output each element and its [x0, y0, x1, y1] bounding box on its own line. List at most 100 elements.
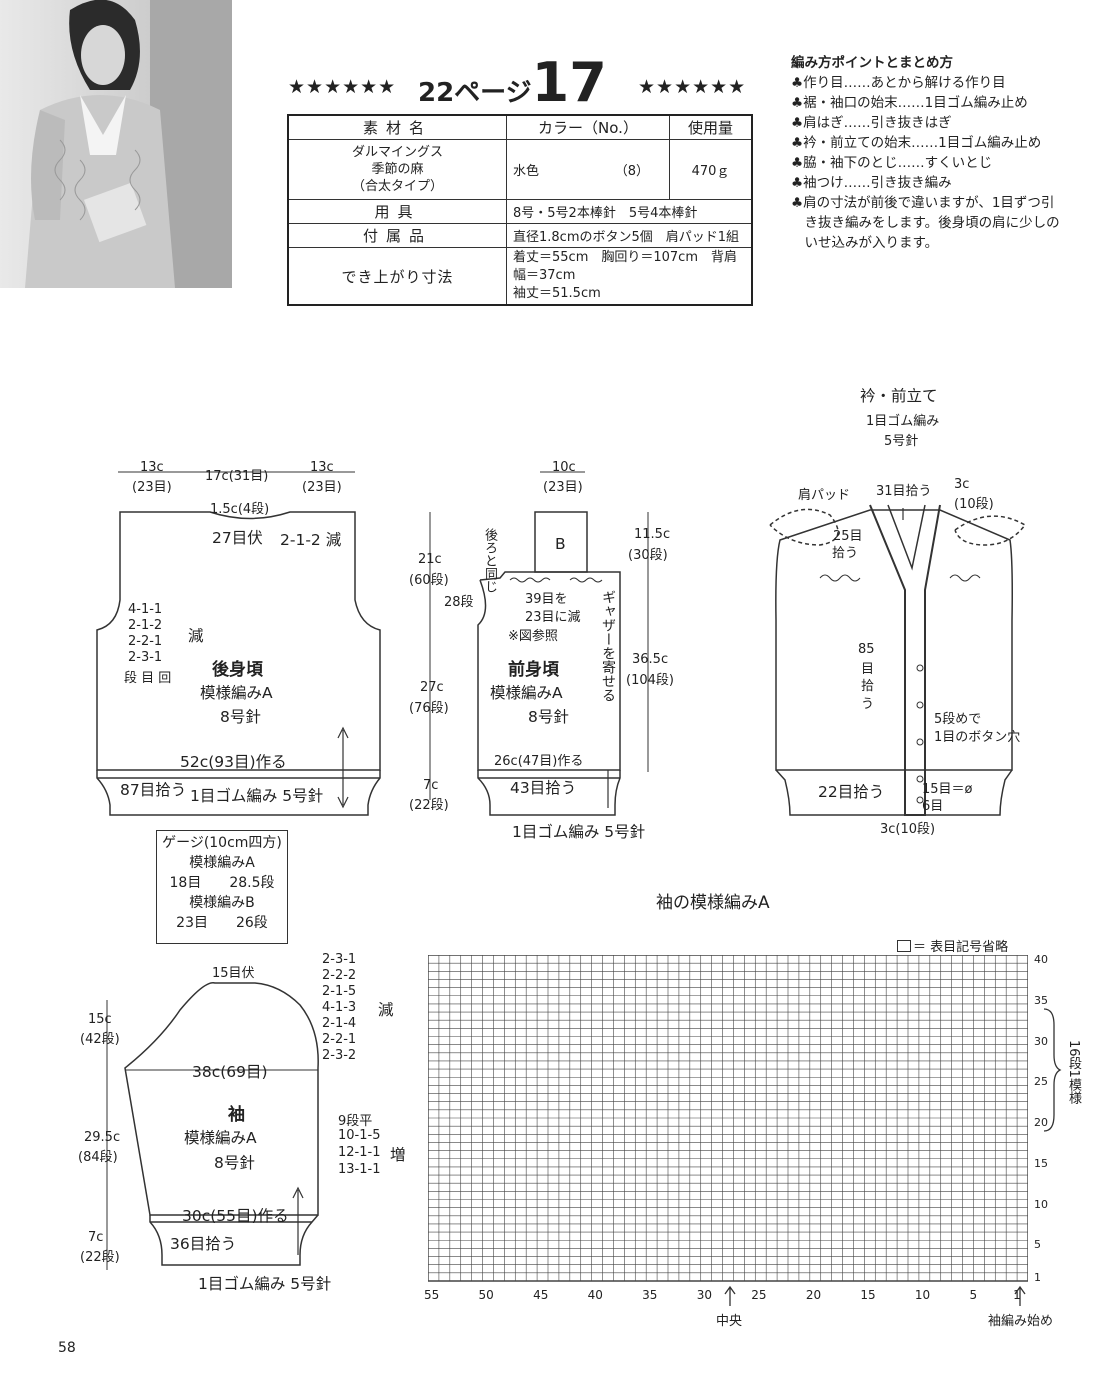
sleeve-cap-dec: 4-1-3: [322, 1000, 357, 1015]
back-pattern: 模様編みA: [200, 684, 273, 702]
collar-6-stitches: 6目: [922, 799, 944, 814]
gauge-pattern-b-values: 23目 26段: [176, 915, 268, 931]
sleeve-width: 38c(69目): [192, 1063, 268, 1081]
same-as-back-note: 後ろと同じ: [482, 528, 497, 593]
front-top-stitches: (23目): [543, 480, 583, 495]
sleeve-cuff-rows: (22段): [80, 1250, 120, 1265]
back-shoulder-width-right: 13c: [310, 460, 334, 475]
front-ref-note: ※図参照: [508, 629, 558, 644]
point-item: き抜き編みをします。後身頃の肩に少しの: [791, 215, 1060, 231]
collar-width: 3c: [954, 477, 970, 492]
chart-col-label: 1: [1013, 1288, 1021, 1302]
chart-row-label: 10: [1034, 1197, 1048, 1211]
chart-col-label: 15: [860, 1288, 876, 1302]
sleeve-cuff-height: 7c: [88, 1230, 104, 1245]
chart-legend-text: ＝ 表目記号省略: [913, 940, 1009, 955]
color-number: （8）: [614, 164, 649, 179]
height-upper-rows: (60段): [409, 573, 449, 588]
front-top-height: 11.5c: [634, 527, 671, 542]
chart-col-label: 45: [533, 1288, 549, 1302]
accessories-label: 付属品: [287, 223, 507, 248]
front-needle: 8号針: [528, 708, 569, 726]
cover-photo: [0, 0, 232, 288]
gauge-box: ゲージ(10cm四方) 模様編みA 18目 28.5段 模様編みB 23目 26…: [156, 830, 288, 944]
front-cast-on: 26c(47目)作る: [494, 754, 584, 769]
height-body-rows: (76段): [409, 701, 449, 716]
sleeve-cap-rows: (42段): [80, 1032, 120, 1047]
point-item: ♣肩はぎ……引き抜きはぎ: [791, 115, 952, 131]
back-ribbing: 1目ゴム編み 5号針: [190, 787, 324, 805]
collar-pick-25-a: 25目: [833, 529, 863, 544]
sleeve-cap-dec: 2-2-1: [322, 1032, 357, 1047]
page-number: 58: [58, 1340, 76, 1356]
collar-pick-22: 22目拾う: [818, 783, 885, 801]
front-pickup: 43目拾う: [510, 779, 577, 797]
chart-start-label: 袖編み始め: [988, 1314, 1054, 1329]
back-shoulder-width-left: 13c: [140, 460, 164, 475]
chart-row-label: 30: [1034, 1034, 1048, 1048]
points-title: 編み方ポイントとまとめ方: [791, 55, 953, 71]
collar-title: 衿・前立て: [860, 387, 938, 405]
sleeve-inc: 10-1-5: [338, 1128, 381, 1143]
shoulder-pad-label: 肩パッド: [798, 488, 851, 503]
back-bind-off: 27目伏: [212, 529, 263, 547]
chart-row-label: 5: [1034, 1238, 1041, 1252]
yarn-type: （合太タイプ）: [351, 179, 443, 194]
armhole-dec-row: 4-1-1: [128, 602, 163, 617]
chart-col-label: 55: [424, 1288, 440, 1302]
point-item: ♣袖つけ……引き抜き編み: [791, 175, 952, 191]
height-rib-rows: (22段): [409, 798, 449, 813]
back-pickup: 87目拾う: [120, 781, 187, 799]
knitting-chart: [428, 955, 1028, 1282]
height-upper: 21c: [418, 552, 442, 567]
front-body-name: 前身頃: [508, 660, 559, 680]
chart-row-label: 20: [1034, 1116, 1048, 1129]
size-value: 着丈＝55cm 胸回り＝107cm 背肩幅＝37cm 袖丈＝51.5cm: [506, 247, 753, 306]
back-cast-on: 52c(93目)作る: [180, 753, 287, 771]
sleeve-cuff-outline: [149, 1214, 319, 1266]
front-ribbing: 1目ゴム編み 5号針: [512, 823, 646, 841]
point-item: ♣衿・前立ての始末……1目ゴム編み止め: [791, 135, 1042, 151]
collar-pick-85-3: 拾: [861, 679, 875, 694]
front-block-label: B: [555, 535, 566, 553]
sleeve-pickup: 36目拾う: [170, 1235, 237, 1253]
col-color: カラー（No.）: [506, 114, 670, 140]
chart-title: 袖の模様編みA: [656, 893, 770, 913]
sleeve-cast-on: 30c(55目)作る: [182, 1207, 289, 1225]
start-arrow-icon: [1014, 1285, 1026, 1306]
amount-cell: 470ｇ: [669, 139, 753, 200]
sleeve-outline: [124, 982, 319, 1216]
center-arrow-icon: [724, 1285, 736, 1306]
chart-col-label: 40: [587, 1288, 603, 1302]
col-amount: 使用量: [669, 114, 753, 140]
chart-row-label: 40: [1034, 953, 1048, 966]
front-pattern: 模様編みA: [490, 684, 563, 702]
pattern-title: ★★★★★★ 22ページ17 ★★★★★★: [288, 56, 758, 116]
title-number: 17: [531, 51, 607, 114]
collar-pick-25-b: 拾う: [832, 546, 859, 561]
point-item: ♣脇・袖下のとじ……すくいとじ: [791, 155, 993, 171]
armhole-dec-word: 減: [188, 627, 204, 645]
back-needle: 8号針: [220, 708, 261, 726]
point-item: ♣裾・袖口の始末……1目ゴム編み止め: [791, 95, 1028, 111]
sleeve-ribbing: 1目ゴム編み 5号針: [198, 1275, 332, 1293]
collar-pick-31: 31目拾う: [876, 484, 932, 499]
sleeve-cap-dec: 2-3-1: [322, 952, 357, 967]
back-neck-depth: 1.5c(4段): [210, 502, 270, 517]
gauge-pattern-a: 模様編みA: [189, 855, 255, 871]
sleeve-pattern: 模様編みA: [184, 1129, 257, 1147]
sleeve-cap-dec: 2-1-5: [322, 984, 357, 999]
chart-repeat-note: 16段1模様: [1066, 1040, 1081, 1104]
gauge-pattern-b: 模様編みB: [189, 895, 255, 911]
chart-col-label: 30: [696, 1288, 712, 1302]
collar-width-rows: (10段): [954, 497, 994, 512]
repeat-bracket: [1043, 1008, 1062, 1132]
armhole-dec-row: 2-2-1: [128, 634, 163, 649]
chart-legend: ＝ 表目記号省略: [897, 936, 1008, 955]
chart-col-label: 35: [642, 1288, 658, 1302]
collar-pick-85-1: 85: [858, 642, 875, 657]
sleeve-cap-height: 15c: [88, 1012, 112, 1027]
sleeve-inc: 13-1-1: [338, 1162, 381, 1177]
front-body-height: 36.5c: [632, 652, 669, 667]
title-heading: 22ページ17: [418, 56, 607, 110]
